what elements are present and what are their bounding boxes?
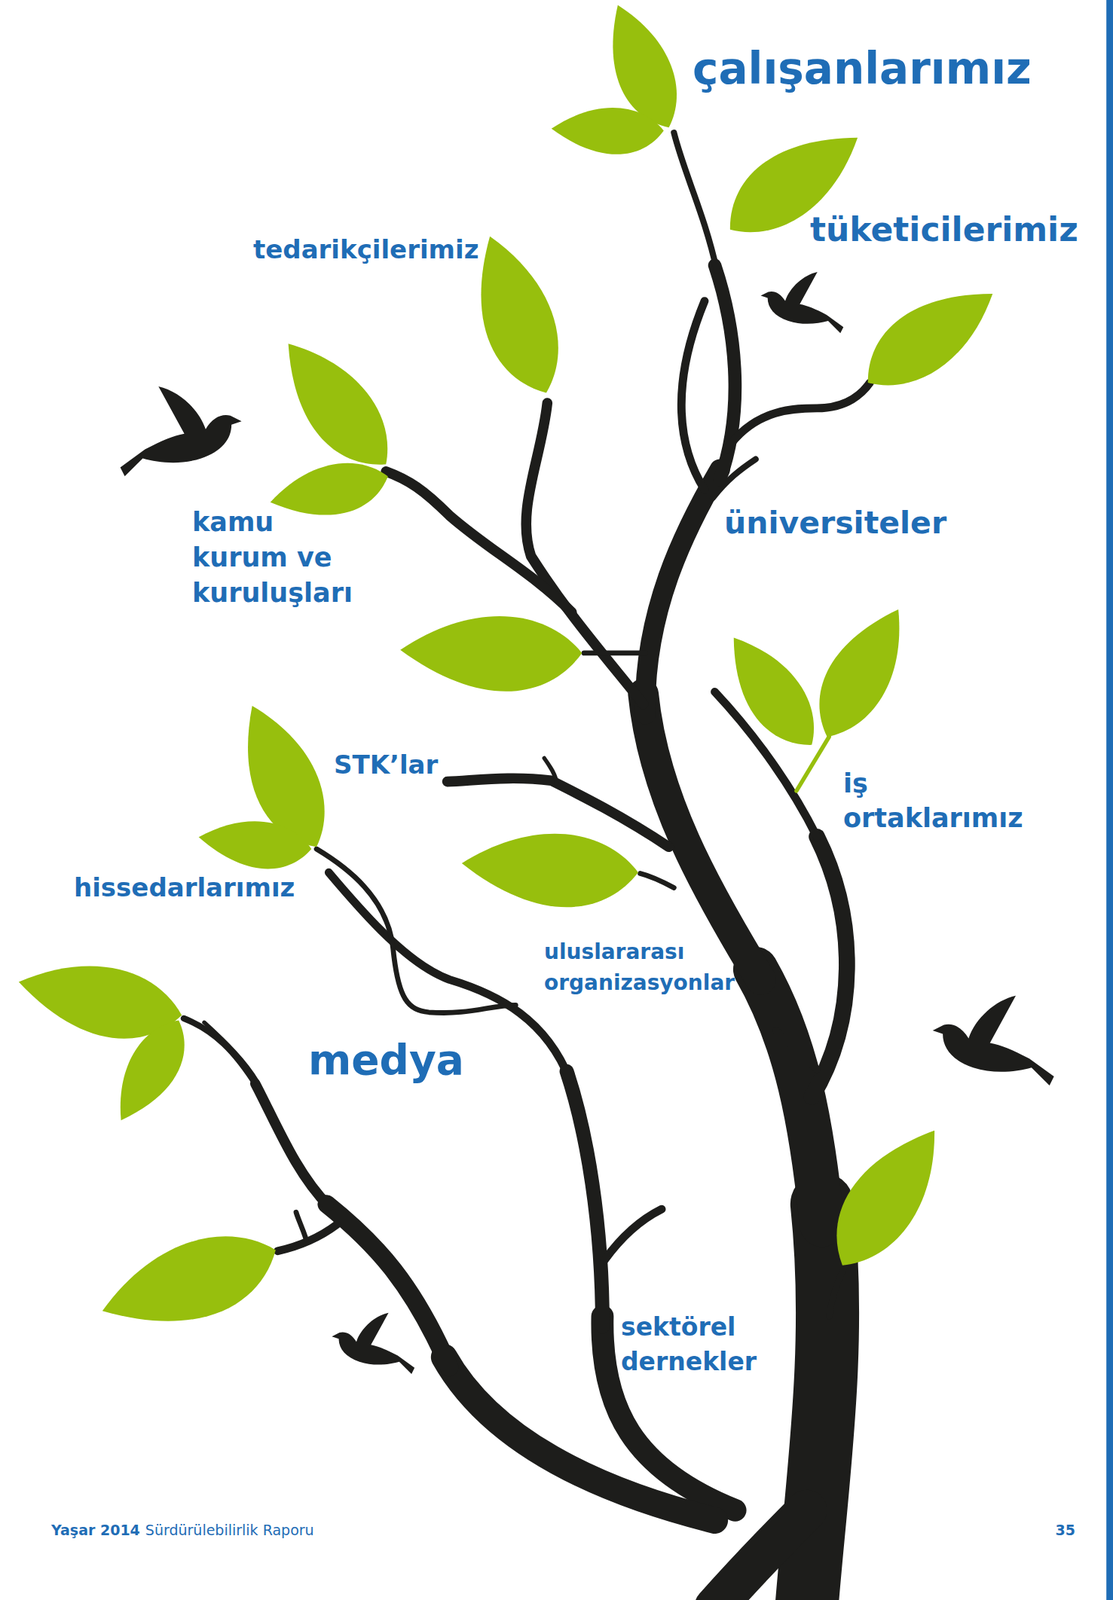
leaf-stem (796, 736, 829, 792)
branch (255, 1084, 330, 1208)
trunk (715, 1510, 808, 1600)
stakeholder-label: STK’lar (333, 748, 438, 782)
footer-text: Sürdürülebilirlik Raporu (145, 1521, 315, 1541)
leaf (195, 815, 314, 875)
stakeholder-label: tedarikçilerimiz (253, 232, 479, 267)
leaves (11, 0, 1010, 1350)
branch (828, 1265, 846, 1318)
branch (385, 471, 572, 613)
leaf (101, 1009, 201, 1134)
trunk (645, 469, 720, 715)
birds (120, 272, 1055, 1375)
footer-text: 35 (1055, 1521, 1076, 1541)
leaf (550, 107, 664, 156)
leaf (459, 828, 640, 912)
leaf (710, 622, 833, 762)
branch (183, 1018, 258, 1088)
branch (296, 1212, 307, 1241)
stakeholder-label: tüketicilerimiz (810, 207, 1079, 251)
stakeholder-label: üniversiteler (724, 503, 947, 544)
leaf (265, 453, 394, 529)
bird (761, 272, 844, 334)
branches (183, 132, 871, 1600)
branch (811, 837, 847, 1098)
stakeholder-label: sektörel dernekler (620, 1310, 780, 1380)
branch (544, 758, 557, 784)
stakeholder-label: uluslararası organizasyonlar (544, 937, 744, 999)
branch (443, 1357, 715, 1522)
leaf (262, 324, 410, 487)
branch (712, 459, 756, 499)
branch (604, 1209, 662, 1261)
leaf (813, 1110, 961, 1285)
leaf (848, 266, 1010, 407)
bird (932, 996, 1055, 1086)
branch (584, 651, 646, 657)
footer-text: Yaşar 2014 (51, 1521, 141, 1541)
stakeholder-label: çalışanlarımız (692, 40, 1032, 98)
leaf (90, 1216, 290, 1349)
trunk (673, 132, 717, 271)
stakeholder-label: medya (308, 1033, 465, 1089)
edge-bar (1106, 0, 1113, 1600)
bird (331, 1313, 415, 1375)
branch (727, 382, 871, 450)
trunk (806, 1204, 828, 1600)
branch (776, 1030, 817, 1070)
branch (640, 874, 675, 889)
branch (681, 301, 705, 491)
stakeholder-label: hissedarlarımız (73, 871, 295, 905)
stakeholder-label: iş ortaklarımız (843, 767, 1036, 836)
branch (204, 1022, 257, 1083)
stakeholder-label: kamu kurum ve kuruluşları (192, 504, 362, 612)
branch (566, 1071, 603, 1328)
leaf (399, 614, 583, 694)
leaf (799, 593, 924, 751)
bird (120, 386, 242, 477)
